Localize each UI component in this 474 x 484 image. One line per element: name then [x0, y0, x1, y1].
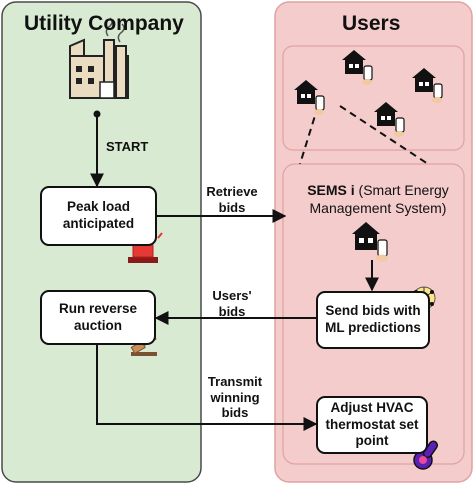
peak-load-label: Peak load anticipated: [62, 199, 135, 231]
sems-description: (Smart Energy Management System): [309, 182, 449, 216]
adjust-hvac-label: Adjust HVAC thermostat set point: [325, 399, 419, 449]
send-bids-box: Send bids with ML predictions: [316, 291, 430, 349]
start-label: START: [106, 139, 149, 154]
peak-load-box: Peak load anticipated: [40, 186, 157, 246]
smart-home-icon: [342, 50, 373, 85]
dashed-link-left: [299, 105, 319, 165]
smart-home-icon: [412, 68, 443, 103]
sems-caption: SEMS i (Smart Energy Management System): [290, 182, 466, 217]
transmit-bids-connector: [96, 345, 318, 431]
retrieve-bids-label: Retrieve bids: [206, 184, 258, 215]
utility-lane-title: Utility Company: [24, 12, 184, 35]
run-auction-box: Run reverse auction: [40, 290, 156, 345]
adjust-hvac-box: Adjust HVAC thermostat set point: [316, 396, 428, 454]
user-homes-group: [282, 45, 465, 151]
users-lane-title: Users: [342, 12, 401, 35]
factory-icon: [69, 17, 129, 118]
send-bids-label: Send bids with ML predictions: [325, 303, 421, 335]
transmit-bids-label: Transmit winning bids: [207, 374, 263, 421]
dashed-link-right: [339, 105, 429, 165]
run-auction-label: Run reverse auction: [58, 300, 138, 333]
sems-name: SEMS i: [307, 182, 355, 198]
users-bids-label: Users' bids: [212, 288, 252, 319]
smart-home-icon: [294, 80, 325, 115]
smart-home-icon: [352, 222, 388, 262]
smart-home-icon: [374, 102, 405, 137]
